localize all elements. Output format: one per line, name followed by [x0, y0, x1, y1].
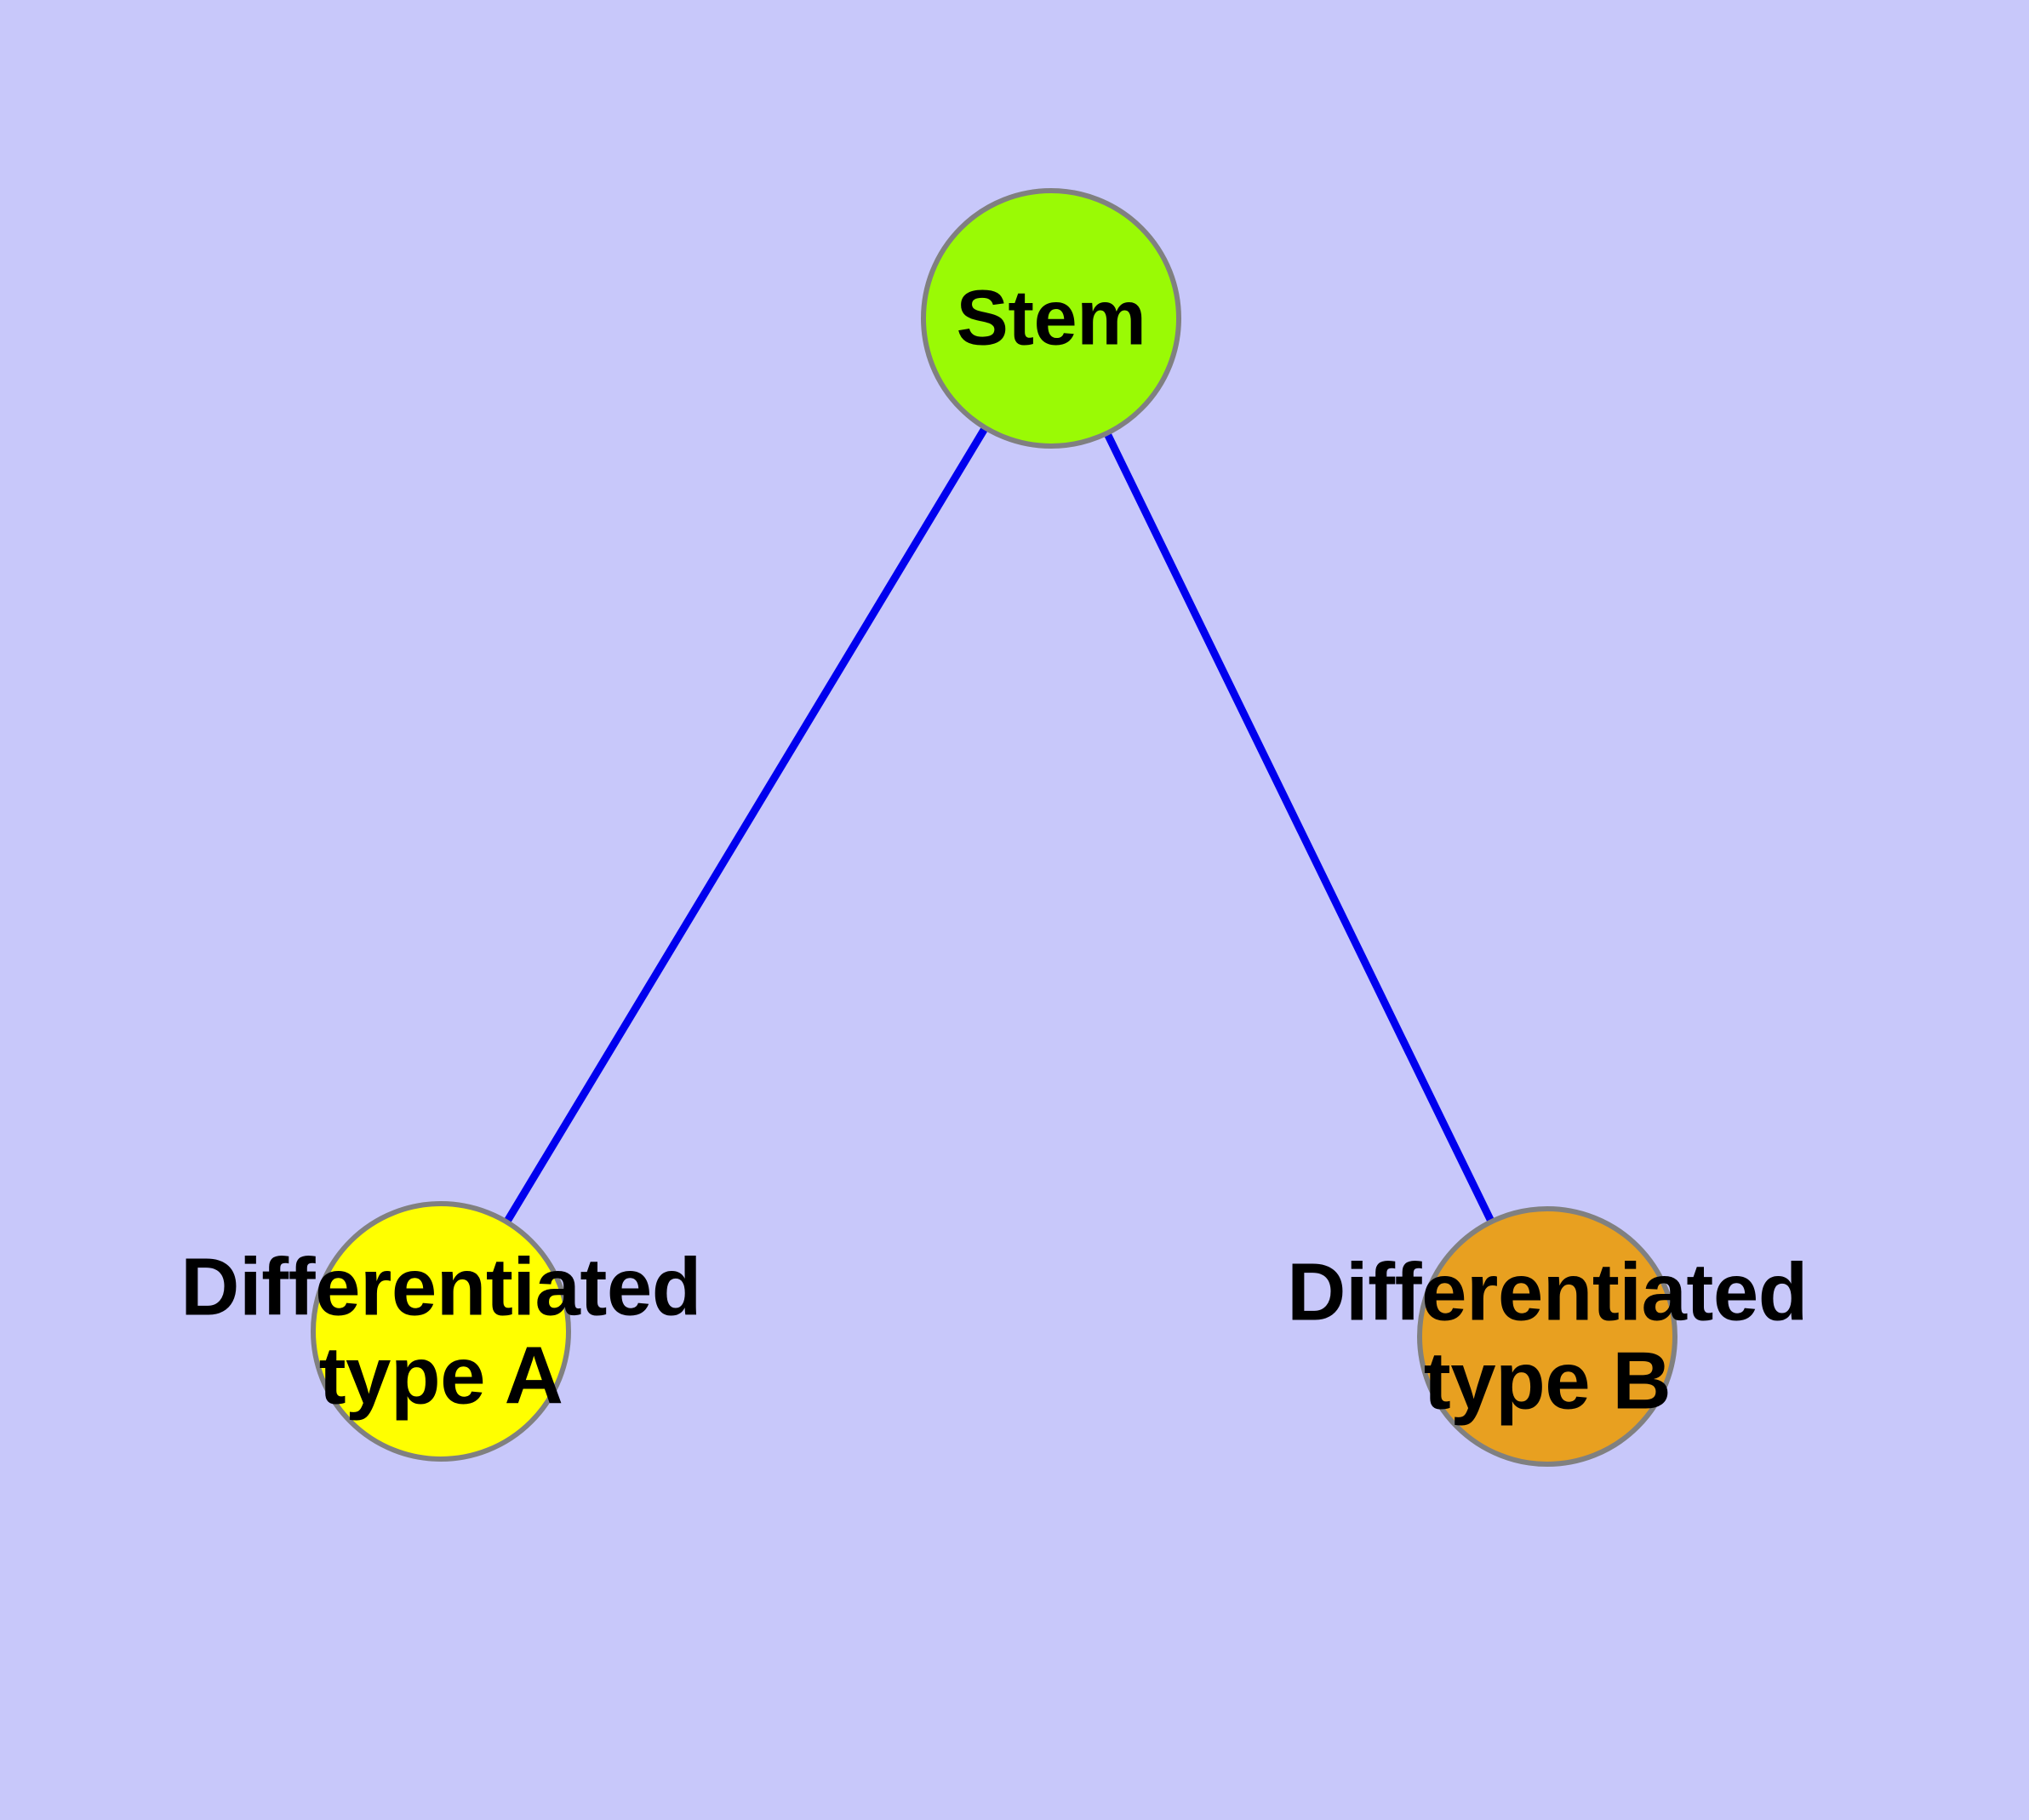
node-differentiated-type-a[interactable] [311, 1201, 571, 1462]
node-layer [311, 188, 1677, 1467]
node-stem[interactable] [921, 188, 1181, 449]
edge-layer [503, 426, 1495, 1224]
edge-stem-to-diff-a[interactable] [503, 426, 989, 1224]
node-differentiated-type-b[interactable] [1417, 1206, 1677, 1467]
edge-stem-to-diff-b[interactable] [1103, 431, 1495, 1224]
